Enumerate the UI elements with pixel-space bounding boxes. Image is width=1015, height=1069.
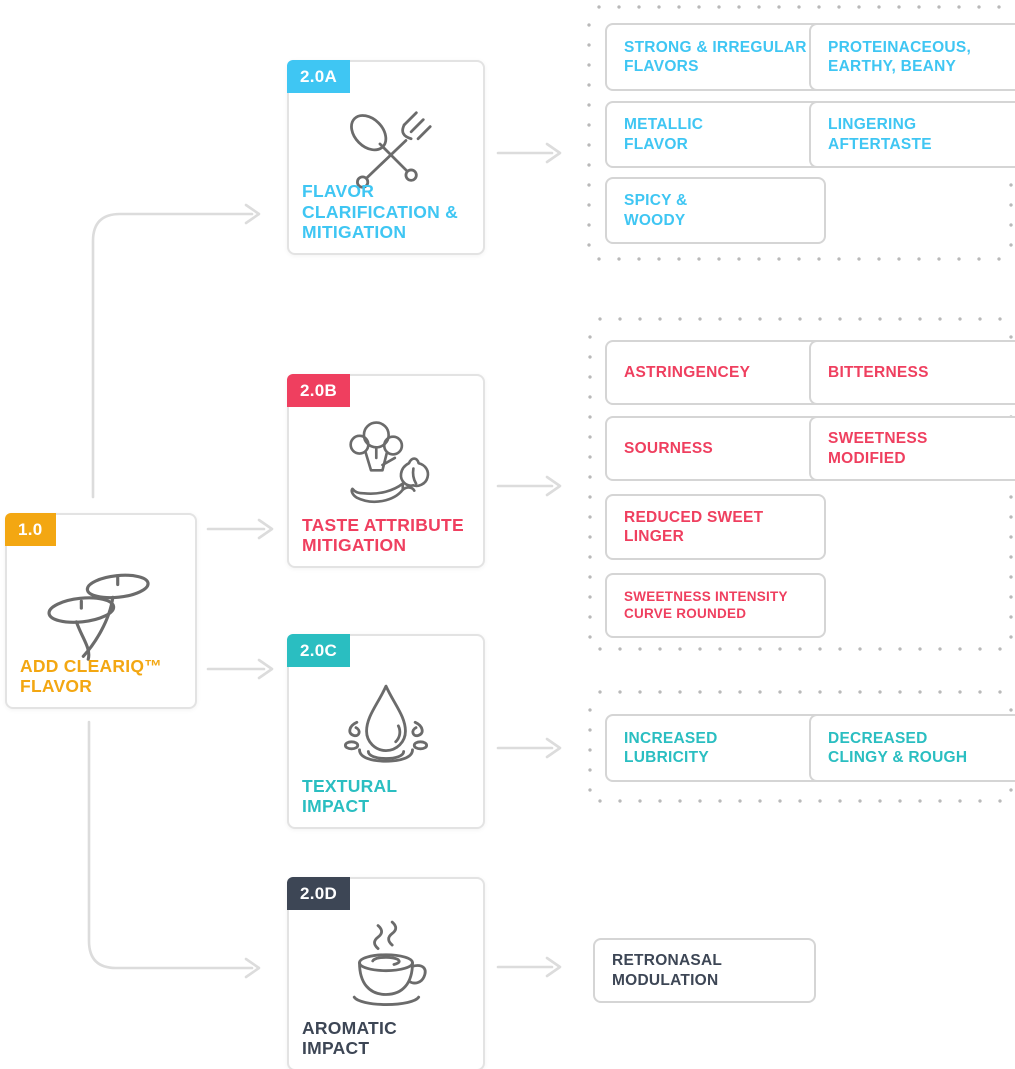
outcome-group-flavor-clarification: STRONG & IRREGULAR FLAVORS PROTEINACEOUS… [587,5,1015,261]
dotted-border [1009,327,1013,641]
outcome-group-textural-impact: INCREASED LUBRICITY DECREASED CLINGY & R… [588,690,1015,803]
connector-root-to-2d [87,720,254,970]
arrowhead-outcomes-d-icon [545,956,562,978]
outcome-box: SWEETNESS INTENSITY CURVE ROUNDED [605,573,826,638]
vegetables-icon [289,412,483,518]
step-badge: 2.0D [287,877,351,910]
dotted-border [590,317,1011,321]
step-badge: 1.0 [5,513,56,546]
arrowhead-2a-icon [244,203,261,225]
outcome-box: STRONG & IRREGULAR FLAVORS [605,23,826,91]
dotted-border [590,690,1011,694]
outcome-box: SWEETNESS MODIFIED [809,416,1015,481]
outcome-box: SOURNESS [605,416,826,481]
arrowhead-outcomes-b-icon [545,475,562,497]
node-label: TEXTURAL IMPACT [302,775,398,817]
arrowhead-2c-icon [257,658,274,680]
outcome-box: INCREASED LUBRICITY [605,714,826,782]
node-aromatic-impact: 2.0D AROMATIC IMPACT [287,877,485,1069]
outcome-box: ASTRINGENCEY [605,340,826,405]
step-badge: 2.0B [287,374,351,407]
outcome-box: RETRONASAL MODULATION [593,938,816,1003]
dotted-border [589,257,1011,261]
node-label: AROMATIC IMPACT [302,1017,397,1059]
outcome-box: REDUCED SWEET LINGER [605,494,826,560]
node-textural-impact: 2.0C TEXTURAL IMPACT [287,634,485,829]
cutlery-icon [289,98,483,202]
coffee-cup-icon [289,915,483,1021]
node-label: TASTE ATTRIBUTE MITIGATION [302,514,464,556]
arrowhead-outcomes-a-icon [545,142,562,164]
step-badge: 2.0A [287,60,351,93]
node-flavor-clarification: 2.0A FLAVOR CLARIFICATION & MITIGATION [287,60,485,255]
outcome-box: DECREASED CLINGY & ROUGH [809,714,1015,782]
dotted-border [589,5,1011,9]
outcome-group-taste-attribute: ASTRINGENCEY BITTERNESS SOURNESS SWEETNE… [588,317,1015,651]
dotted-border [588,327,592,641]
node-taste-attribute: 2.0B TASTE ATTRIBUTE MITIGATION [287,374,485,568]
outcome-box: SPICY & WOODY [605,177,826,244]
dotted-border [588,700,592,793]
arrowhead-2b-icon [257,518,274,540]
node-label: FLAVOR CLARIFICATION & MITIGATION [302,181,459,243]
droplet-icon [289,672,483,778]
step-badge: 2.0C [287,634,351,667]
pushpins-icon [7,555,195,673]
outcome-box: BITTERNESS [809,340,1015,405]
outcome-box: METALLIC FLAVOR [605,101,826,168]
node-label: ADD CLEARIQ™ FLAVOR [20,655,163,697]
arrowhead-outcomes-c-icon [545,737,562,759]
connector-root-to-2a [91,212,254,499]
dotted-border [590,799,1011,803]
outcome-box: PROTEINACEOUS, EARTHY, BEANY [809,23,1015,91]
node-add-cleariq-flavor: 1.0 ADD CLEARIQ™ FLAVOR [5,513,197,709]
dotted-border [590,647,1011,651]
arrowhead-2d-icon [244,957,261,979]
dotted-border [587,15,591,251]
outcome-box: LINGERING AFTERTASTE [809,101,1015,168]
